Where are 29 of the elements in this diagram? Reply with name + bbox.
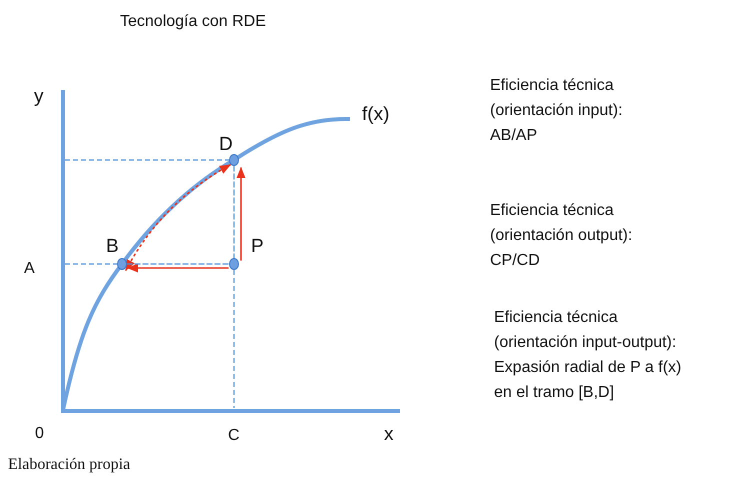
axis-label: f(x) [362,104,390,127]
note-text: (orientación output): [490,226,632,246]
note-text: AB/AP [490,126,538,146]
note-text: Eficiencia técnica [494,308,618,328]
point-label: P [251,236,264,259]
caption: Elaboración propia [8,455,130,474]
note-text: Eficiencia técnica [490,201,614,220]
point-marker [117,258,127,270]
note-text: en el tramo [B,D] [494,383,614,402]
arrow [236,166,246,261]
arrow [126,264,229,272]
axis-label: A [24,259,35,278]
guide-line [233,165,235,259]
arrow [125,164,231,271]
point-label: D [219,134,233,157]
axis-label: 0 [35,424,44,444]
note-text: (orientación input-output): [494,333,676,352]
point-marker [229,154,239,166]
guide-line [126,263,230,265]
title: Tecnología con RDE [120,12,266,32]
point-label: B [106,236,119,259]
axis-label: y [34,86,44,109]
note-text: CP/CD [490,251,540,270]
axis-label: x [384,424,394,447]
note-text: Expasión radial de P a f(x) [494,358,682,378]
note-text: (orientación input): [490,101,623,120]
point-marker [229,258,239,270]
axis-label: C [228,426,240,446]
note-text: Eficiencia técnica [490,76,614,96]
